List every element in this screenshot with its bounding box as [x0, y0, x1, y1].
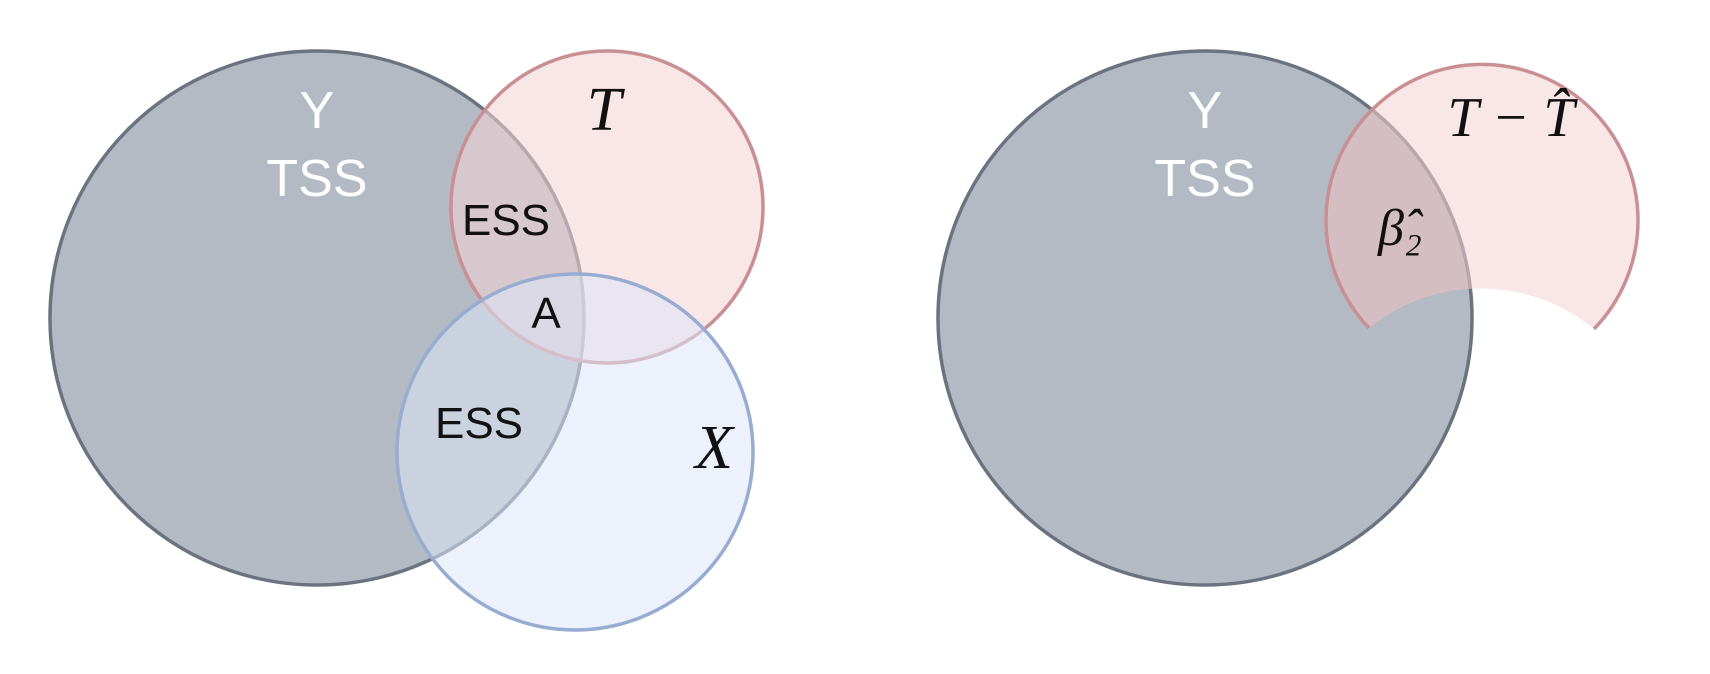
right-t-minus-that-label: T − T̂ [1447, 87, 1578, 149]
right-y-label: Y [1188, 82, 1223, 140]
left-tss-label: TSS [266, 150, 367, 208]
right-venn-diagram: Y TSS T − T̂ β̂₂ [936, 49, 1640, 587]
left-x-label: X [692, 414, 735, 482]
right-beta2-label: β̂₂ [1377, 200, 1424, 257]
left-ess-lower-label: ESS [435, 399, 523, 448]
right-t-minus-that-region [1325, 64, 1638, 329]
left-a-label: A [531, 289, 561, 338]
left-x-circle [395, 272, 755, 632]
right-t-crescent-outline [1324, 62, 1640, 331]
left-venn-diagram: Y TSS T ESS A ESS X [48, 49, 765, 632]
left-y-label: Y [300, 82, 335, 140]
left-t-label: T [587, 76, 626, 144]
right-tss-label: TSS [1154, 150, 1255, 208]
left-ess-upper-label: ESS [462, 196, 550, 245]
